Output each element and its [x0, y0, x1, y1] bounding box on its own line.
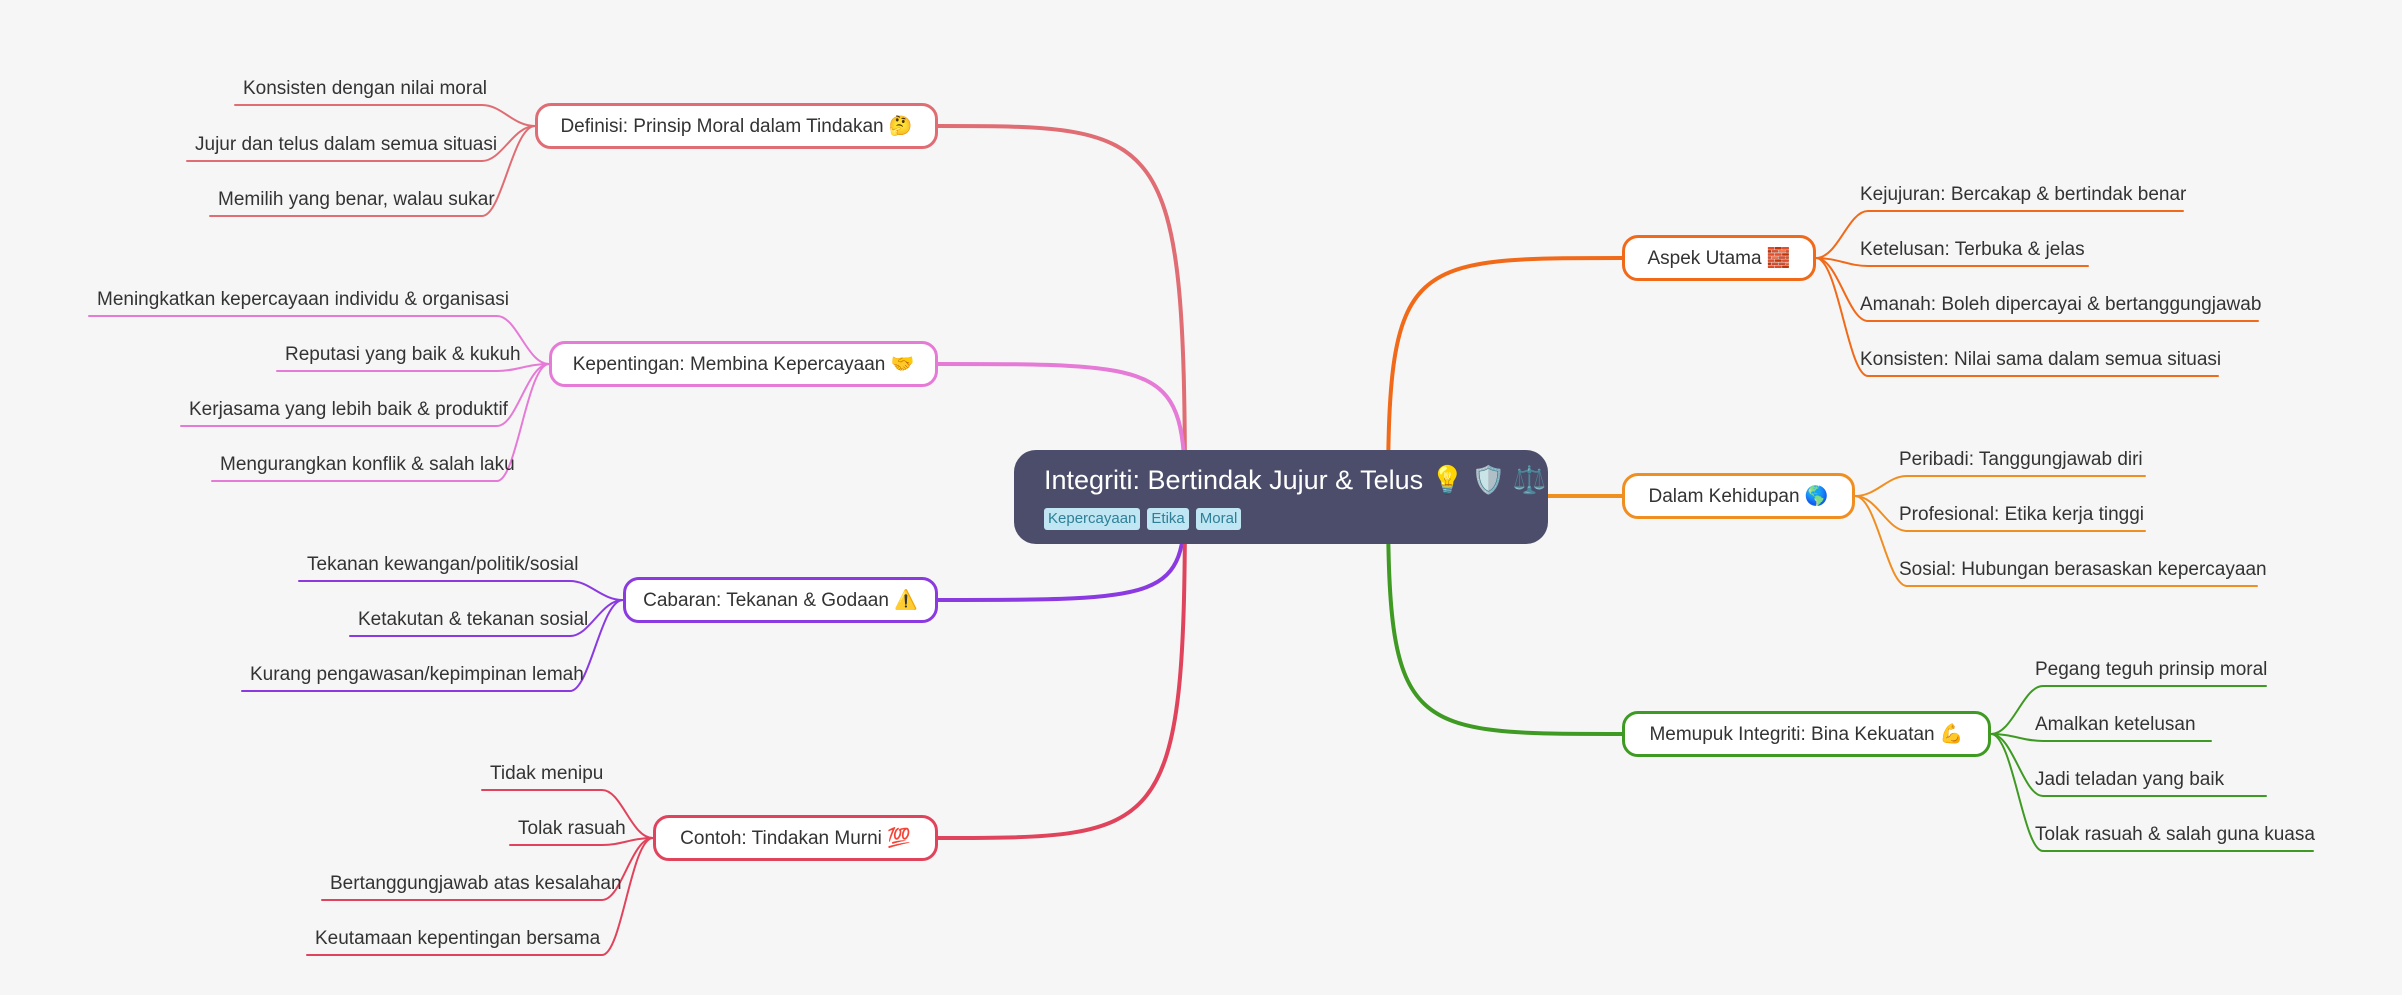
leaf-cabaran-0[interactable]: Tekanan kewangan/politik/sosial	[307, 554, 579, 575]
branch-connector-definisi	[936, 124, 1187, 499]
leaf-connector-cabaran-0	[298, 580, 624, 601]
branch-contoh[interactable]: Contoh: Tindakan Murni 💯	[653, 815, 938, 861]
leaf-definisi-0[interactable]: Konsisten dengan nilai moral	[243, 78, 487, 99]
tag-kepercayaan[interactable]: Kepercayaan	[1044, 508, 1141, 530]
leaf-contoh-0[interactable]: Tidak menipu	[490, 763, 604, 784]
leaf-memupuk-2[interactable]: Jadi teladan yang baik	[2035, 769, 2225, 790]
leaf-connector-memupuk-1	[1990, 733, 2212, 742]
leaf-connector-contoh-3	[306, 837, 654, 956]
branch-kepentingan[interactable]: Kepentingan: Membina Kepercayaan 🤝	[549, 341, 938, 387]
leaf-connector-contoh-0	[481, 789, 654, 839]
leaf-definisi-1[interactable]: Jujur dan telus dalam semua situasi	[195, 134, 498, 155]
leaf-aspek-1[interactable]: Ketelusan: Terbuka & jelas	[1860, 239, 2085, 260]
branch-connector-aspek	[1386, 256, 1624, 499]
leaf-connector-memupuk-2	[1990, 733, 2267, 797]
leaf-memupuk-0[interactable]: Pegang teguh prinsip moral	[2035, 659, 2268, 680]
leaf-memupuk-1[interactable]: Amalkan ketelusan	[2035, 714, 2196, 735]
branch-connector-memupuk	[1386, 495, 1624, 736]
branch-kehidupan[interactable]: Dalam Kehidupan 🌎	[1622, 473, 1855, 519]
leaf-kepentingan-1[interactable]: Reputasi yang baik & kukuh	[285, 344, 521, 365]
leaf-connector-aspek-3	[1815, 257, 2219, 377]
leaf-kehidupan-0[interactable]: Peribadi: Tanggungjawab diri	[1899, 449, 2143, 470]
branch-memupuk[interactable]: Memupuk Integriti: Bina Kekuatan 💪	[1622, 711, 1991, 757]
leaf-kepentingan-2[interactable]: Kerjasama yang lebih baik & produktif	[189, 399, 508, 420]
leaf-connector-aspek-0	[1815, 210, 2184, 259]
leaf-definisi-2[interactable]: Memilih yang benar, walau sukar	[218, 189, 495, 210]
leaf-cabaran-1[interactable]: Ketakutan & tekanan sosial	[358, 609, 589, 630]
central-topic[interactable]: Integriti: Bertindak Jujur & Telus 💡 🛡️ …	[1014, 450, 1548, 544]
leaf-kepentingan-3[interactable]: Mengurangkan konflik & salah laku	[220, 454, 515, 475]
central-topic-title: Integriti: Bertindak Jujur & Telus 💡 🛡️ …	[1044, 465, 1547, 495]
leaf-connector-kepentingan-0	[88, 315, 550, 365]
leaf-connector-contoh-2	[321, 837, 654, 901]
leaf-contoh-3[interactable]: Keutamaan kepentingan bersama	[315, 928, 601, 949]
leaf-connector-contoh-1	[509, 837, 654, 846]
branch-connector-contoh	[936, 495, 1187, 840]
leaf-contoh-2[interactable]: Bertanggungjawab atas kesalahan	[330, 873, 622, 894]
leaf-connector-kehidupan-0	[1854, 475, 2146, 497]
leaf-cabaran-2[interactable]: Kurang pengawasan/kepimpinan lemah	[250, 664, 584, 685]
leaf-connector-aspek-1	[1815, 257, 2089, 267]
leaf-kepentingan-0[interactable]: Meningkatkan kepercayaan individu & orga…	[97, 289, 509, 310]
leaf-connector-aspek-2	[1815, 257, 2259, 322]
leaf-connector-kepentingan-2	[180, 363, 550, 427]
leaf-connector-kehidupan-1	[1854, 495, 2146, 532]
branch-aspek[interactable]: Aspek Utama 🧱	[1622, 235, 1816, 281]
leaf-connector-definisi-0	[234, 104, 536, 127]
tag-moral[interactable]: Moral	[1195, 508, 1242, 530]
leaf-aspek-3[interactable]: Konsisten: Nilai sama dalam semua situas…	[1860, 349, 2222, 370]
leaf-connector-definisi-1	[186, 125, 536, 162]
branch-definisi[interactable]: Definisi: Prinsip Moral dalam Tindakan 🤔	[535, 103, 938, 149]
leaf-connector-cabaran-1	[349, 599, 624, 637]
leaf-kehidupan-1[interactable]: Profesional: Etika kerja tinggi	[1899, 504, 2145, 525]
branch-cabaran[interactable]: Cabaran: Tekanan & Godaan ⚠️	[623, 577, 938, 623]
leaf-aspek-0[interactable]: Kejujuran: Bercakap & bertindak benar	[1860, 184, 2187, 205]
central-topic-tags: Kepercayaan Etika Moral	[1044, 508, 1518, 530]
leaf-connector-kepentingan-1	[276, 363, 550, 372]
leaf-connector-definisi-2	[209, 125, 536, 217]
leaf-kehidupan-2[interactable]: Sosial: Hubungan berasaskan kepercayaan	[1899, 559, 2267, 580]
leaf-connector-memupuk-0	[1990, 685, 2267, 735]
leaf-memupuk-3[interactable]: Tolak rasuah & salah guna kuasa	[2035, 824, 2315, 845]
leaf-connector-kehidupan-2	[1854, 495, 2258, 587]
leaf-connector-cabaran-2	[241, 599, 624, 692]
leaf-connector-memupuk-3	[1990, 733, 2314, 852]
leaf-connector-kepentingan-3	[211, 363, 550, 482]
tag-etika[interactable]: Etika	[1147, 508, 1189, 530]
leaf-contoh-1[interactable]: Tolak rasuah	[518, 818, 626, 839]
leaf-aspek-2[interactable]: Amanah: Boleh dipercayai & bertanggungja…	[1860, 294, 2262, 315]
